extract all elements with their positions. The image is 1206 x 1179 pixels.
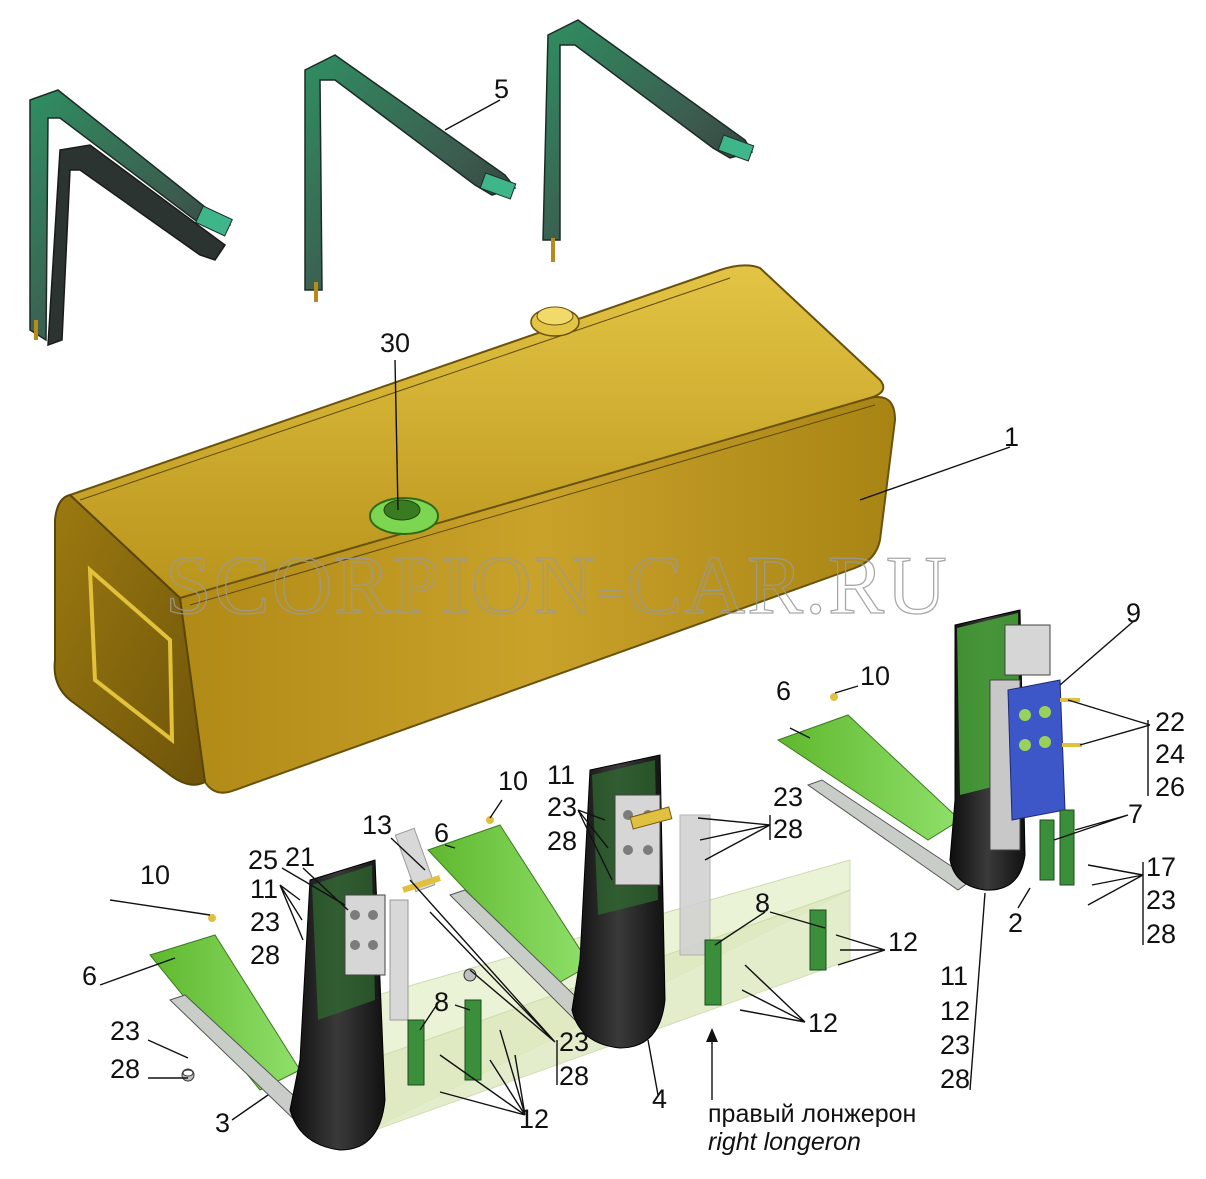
callout-4: 4 — [652, 1084, 667, 1114]
callout-23-far-left: 23 — [110, 1016, 140, 1046]
callout-23-middle: 23 — [547, 792, 577, 822]
callout-28-bottom: 28 — [559, 1061, 589, 1091]
callout-11-left: 11 — [250, 874, 278, 904]
caption-russian: правый лонжерон — [708, 1100, 916, 1128]
bracket-left — [149, 859, 409, 1151]
callout-22: 22 — [1155, 707, 1185, 737]
bracket-right — [776, 609, 1082, 891]
arrow-head — [706, 1028, 718, 1042]
callout-12-bottom-middle: 12 — [808, 1008, 838, 1038]
callout-5: 5 — [494, 74, 509, 104]
callout-12-middle-right: 12 — [888, 927, 918, 957]
callout-10-left: 10 — [140, 860, 170, 890]
callout-3: 3 — [215, 1108, 230, 1138]
callout-24: 24 — [1155, 739, 1185, 769]
strap-group — [29, 19, 755, 347]
caption-english: right longeron — [708, 1128, 861, 1156]
callout-28-middle-right: 28 — [773, 814, 803, 844]
strap-right — [542, 19, 755, 262]
callout-23-left: 23 — [250, 907, 280, 937]
callout-6-left: 6 — [82, 961, 97, 991]
callout-6-middle: 6 — [434, 818, 449, 848]
watermark-text: SCORPION-CAR.RU — [165, 539, 949, 632]
callout-28-far-right: 28 — [940, 1064, 970, 1094]
callout-28-far-left: 28 — [110, 1054, 140, 1084]
callout-25: 25 — [248, 845, 278, 875]
callout-11-middle: 11 — [547, 760, 575, 790]
callout-26: 26 — [1155, 772, 1185, 802]
filler-cap — [530, 306, 580, 337]
callout-28-left: 28 — [250, 940, 280, 970]
callout-23-right: 23 — [1146, 885, 1176, 915]
callout-8-left: 8 — [434, 987, 449, 1017]
callout-13: 13 — [362, 810, 392, 840]
callout-2: 2 — [1008, 908, 1023, 938]
leader-lines — [99, 99, 1151, 1121]
bracket-middle — [427, 754, 711, 1049]
callout-23-middle-right: 23 — [773, 782, 803, 812]
fuel-tank — [53, 264, 897, 794]
callout-23-far-right: 23 — [940, 1030, 970, 1060]
callout-9: 9 — [1126, 598, 1141, 628]
strap-left-pair — [29, 89, 233, 347]
callout-30: 30 — [380, 328, 410, 358]
callout-11-right: 11 — [940, 961, 968, 991]
bolt-13 — [402, 875, 441, 893]
callout-10-right: 10 — [860, 661, 890, 691]
callout-6-right: 6 — [776, 676, 791, 706]
callout-12-bottom-left: 12 — [519, 1104, 549, 1134]
callout-12-right: 12 — [940, 996, 970, 1026]
callout-21: 21 — [285, 842, 315, 872]
sensor-flange — [369, 497, 439, 535]
callout-28-right: 28 — [1146, 919, 1176, 949]
callout-17: 17 — [1146, 852, 1176, 882]
callout-23-bottom: 23 — [559, 1027, 589, 1057]
strap-middle — [304, 54, 517, 302]
callout-7: 7 — [1128, 799, 1143, 829]
callout-10-middle: 10 — [498, 766, 528, 796]
callout-labels: 1 2 3 4 5 6 6 6 7 8 8 9 10 10 10 11 11 1… — [82, 74, 1185, 1138]
callout-8-right: 8 — [755, 888, 770, 918]
callout-1: 1 — [1004, 422, 1019, 452]
callout-28-middle: 28 — [547, 826, 577, 856]
